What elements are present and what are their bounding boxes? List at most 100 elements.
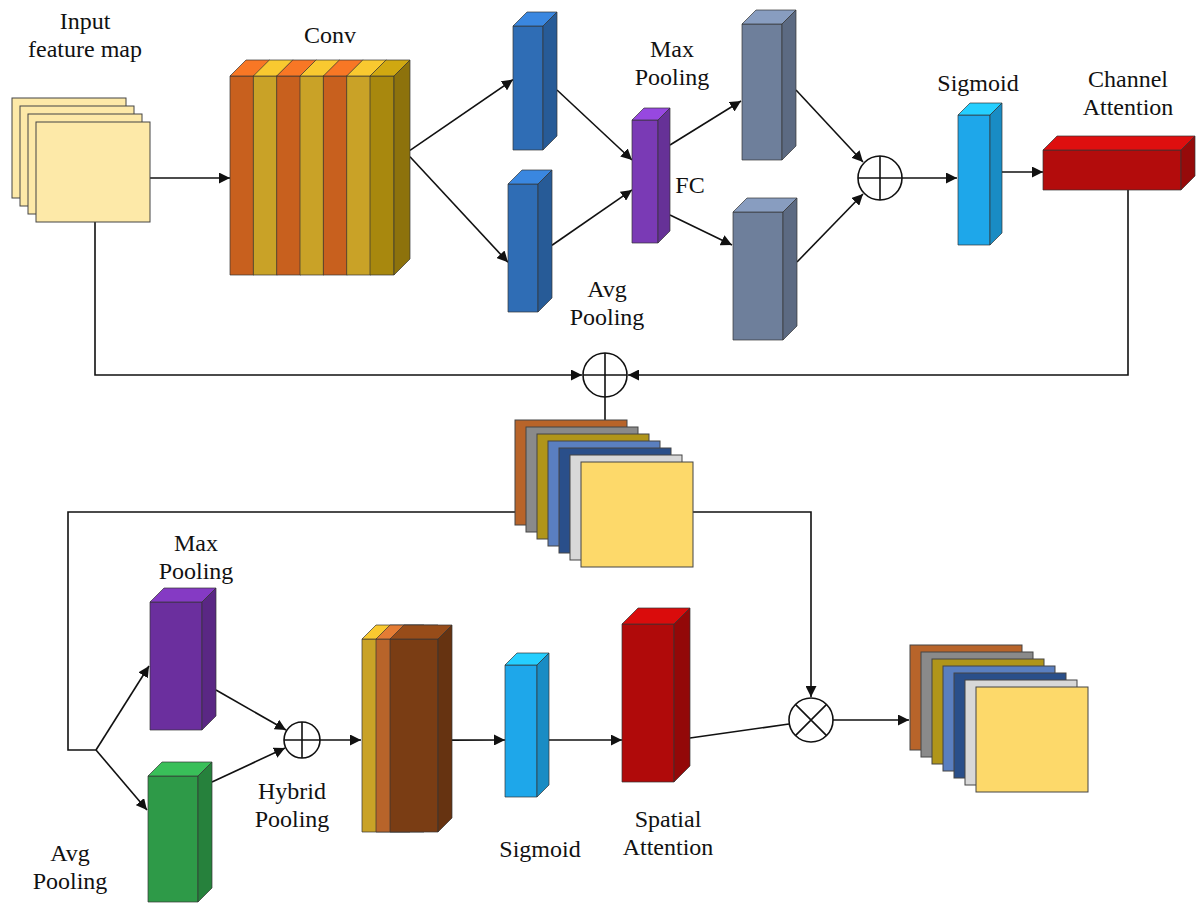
sum-line bbox=[797, 194, 863, 262]
conv-layer-shape bbox=[230, 60, 410, 275]
node-label: Max Pooling bbox=[627, 36, 717, 91]
input-feature-map-shape bbox=[12, 98, 150, 222]
spatial-attention-map-face bbox=[622, 608, 690, 782]
node-label: Conv bbox=[304, 22, 356, 50]
feature-line bbox=[693, 512, 811, 697]
attention-line bbox=[628, 190, 1128, 375]
sigmoid-block-face bbox=[958, 103, 1002, 245]
node-label: Hybrid Pooling bbox=[247, 778, 337, 833]
avg-pooling-block-face bbox=[198, 762, 212, 902]
node-label: FC bbox=[675, 172, 704, 200]
connector-arrow bbox=[557, 90, 632, 160]
channel-attention-map: Channel Attention bbox=[1043, 136, 1195, 190]
channel-attention-map-face bbox=[1181, 136, 1195, 190]
hybrid-slab bbox=[438, 625, 452, 832]
conv-slab bbox=[370, 60, 410, 275]
add-symbol bbox=[858, 156, 902, 200]
node-label: Sigmoid bbox=[499, 836, 580, 864]
avg-pooling-block-face bbox=[508, 184, 538, 312]
node-label: Avg Pooling bbox=[562, 276, 652, 331]
conv-slab bbox=[370, 76, 394, 275]
output-line bbox=[833, 719, 909, 721]
avg-pooling-block-face bbox=[508, 170, 552, 312]
hybrid-pooling-stack: Hybrid Pooling bbox=[362, 625, 452, 832]
fc-output-block bbox=[782, 10, 796, 160]
feature-stack bbox=[581, 462, 693, 567]
conv-slab bbox=[277, 76, 301, 275]
spatial-attention-map-face bbox=[622, 624, 674, 782]
conv-slab bbox=[347, 76, 371, 275]
multiply-symbol bbox=[789, 698, 833, 742]
add-symbol bbox=[284, 722, 320, 758]
channel-attention-map-face bbox=[1043, 136, 1195, 190]
sigmoid-block-face bbox=[958, 115, 990, 245]
sum-line bbox=[796, 90, 863, 162]
connector-arrow bbox=[552, 190, 632, 245]
connector-arrow bbox=[549, 739, 622, 741]
sigmoid-block-face bbox=[990, 103, 1002, 245]
avg-pooling-block-shape bbox=[508, 170, 552, 312]
avg-pooling-block-shape bbox=[148, 762, 212, 902]
sigmoid-block: Sigmoid bbox=[958, 103, 1002, 245]
fc-block: FC bbox=[632, 108, 670, 243]
max-pooling-block-face bbox=[513, 12, 557, 150]
conv-slab bbox=[230, 76, 254, 275]
hybrid-slab bbox=[376, 625, 438, 832]
branch-line bbox=[96, 666, 149, 750]
fc-line bbox=[670, 101, 741, 145]
sigmoid-block-face bbox=[505, 665, 537, 797]
sigmoid-block-face bbox=[505, 653, 549, 797]
connector-arrow bbox=[150, 177, 230, 179]
fc-block-face bbox=[632, 120, 658, 243]
spatial-attention-map-face bbox=[674, 608, 690, 782]
max-pooling-block-face bbox=[150, 602, 202, 730]
connector-arrow bbox=[1002, 171, 1043, 173]
conv-slab bbox=[323, 76, 347, 275]
channel-attention-map-shape bbox=[1043, 136, 1195, 190]
avg-pooling-block: Avg Pooling bbox=[148, 762, 212, 902]
avg-pooling-block-face bbox=[148, 762, 212, 902]
channel-attention-map-face bbox=[1043, 136, 1195, 150]
node-label: Sigmoid bbox=[937, 70, 1018, 98]
fc-block-face bbox=[658, 108, 670, 243]
max-pooling-block-face bbox=[150, 588, 216, 730]
sigmoid-block-shape bbox=[505, 653, 549, 797]
pool-line bbox=[320, 739, 361, 741]
hybrid-slab bbox=[390, 625, 452, 832]
fc-output-block bbox=[742, 10, 796, 160]
max-pooling-block: Max Pooling bbox=[150, 588, 216, 730]
spatial-attention-map-shape bbox=[622, 608, 690, 782]
sum-line bbox=[604, 397, 606, 420]
add-symbol bbox=[858, 156, 902, 200]
add-symbol bbox=[583, 353, 627, 397]
max-pooling-block-face bbox=[543, 12, 557, 150]
max-pooling-block-face bbox=[513, 26, 543, 150]
fc-output-block bbox=[742, 24, 782, 160]
conv-slab bbox=[300, 76, 324, 275]
add-symbol bbox=[583, 353, 627, 397]
avg-pooling-block-face bbox=[148, 776, 198, 902]
sigmoid-block: Sigmoid bbox=[505, 653, 549, 797]
feature-page bbox=[36, 122, 150, 222]
spatial-attention-map: Spatial Attention bbox=[622, 608, 690, 782]
multiply-symbol bbox=[795, 704, 826, 735]
sigmoid-block-shape bbox=[958, 103, 1002, 245]
avg-pooling-block-face bbox=[538, 170, 552, 312]
sum-line bbox=[902, 177, 957, 179]
conv-slab bbox=[253, 76, 277, 275]
hybrid-slab bbox=[390, 639, 438, 832]
branch-line bbox=[96, 750, 147, 810]
fc-output-block bbox=[733, 198, 797, 340]
fc-output-block bbox=[733, 212, 783, 340]
connector-arrow bbox=[410, 80, 513, 151]
fc-output-block bbox=[783, 198, 797, 340]
max-pooling-block: Max Pooling bbox=[513, 12, 557, 150]
connector-arrow bbox=[452, 739, 505, 741]
hybrid-pooling-stack-shape bbox=[362, 625, 452, 832]
conv-layer: Conv bbox=[230, 60, 410, 275]
fc-line bbox=[670, 215, 732, 245]
input-feature-map: Input feature map bbox=[12, 98, 150, 222]
max-pooling-block-shape bbox=[513, 12, 557, 150]
conv-slab bbox=[394, 60, 410, 275]
